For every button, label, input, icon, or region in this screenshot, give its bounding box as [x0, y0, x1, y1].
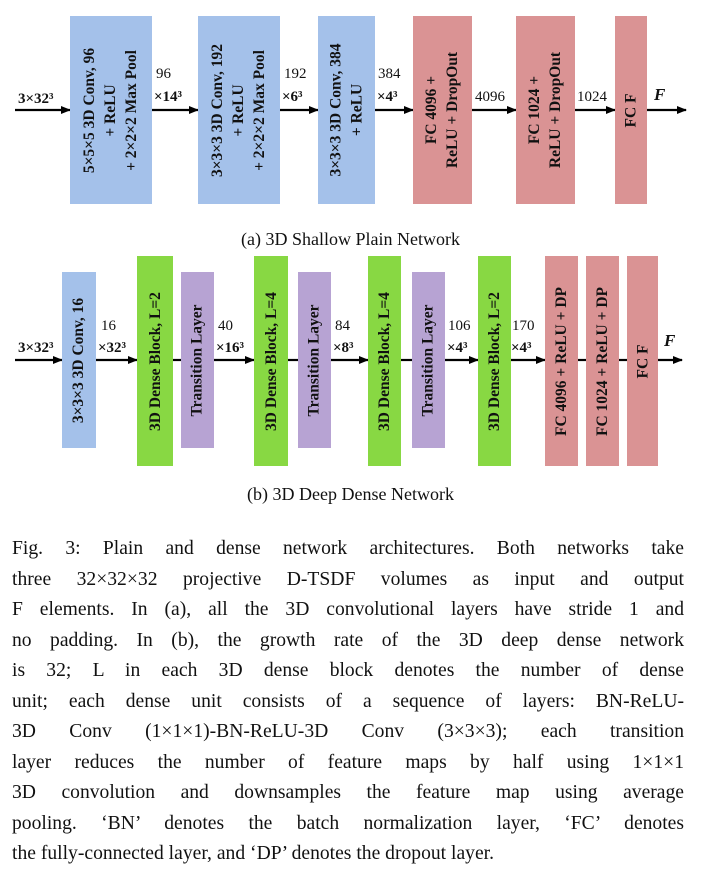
input-dim-b: 3×32³: [18, 340, 54, 356]
caption-line: pooling. ‘BN’ denotes the batch normaliz…: [12, 812, 684, 834]
dim-a-3-channels: 384: [378, 66, 401, 82]
fc4096-dp-block: FC 4096 + ReLU + DP: [545, 256, 578, 466]
dim-b-4-size: ×4³: [447, 340, 468, 356]
dim-a-1-size: ×14³: [154, 89, 183, 105]
dense-block-4: 3D Dense Block, L=2: [478, 256, 511, 466]
caption-b: (b) 3D Deep Dense Network: [247, 484, 454, 504]
transition-layer-3: Transition Layer: [412, 272, 445, 448]
dim-b-2-channels: 40: [218, 318, 233, 334]
dim-b-5-channels: 170: [512, 318, 535, 334]
caption-line: no padding. In (b), the growth rate of t…: [12, 629, 684, 651]
dim-a-4: 4096: [475, 89, 505, 105]
dim-b-5-size: ×4³: [511, 340, 532, 356]
caption-line: 3D Conv (1×1×1)-BN-ReLU-3D Conv (3×3×3);…: [12, 721, 684, 742]
fc1024-block: FC 1024 +ReLU + DropOut: [516, 16, 575, 204]
dim-a-1-channels: 96: [156, 66, 171, 82]
fc1024-dp-block: FC 1024 + ReLU + DP: [586, 256, 619, 466]
conv3-block: 3×3×3 3D Conv, 384+ ReLU: [318, 16, 375, 204]
dim-b-3-size: ×8³: [333, 340, 354, 356]
conv16-block: 3×3×3 3D Conv, 16: [62, 272, 96, 448]
input-dim-a: 3×32³: [18, 91, 54, 107]
dim-a-2-channels: 192: [284, 66, 307, 82]
dim-a-2-size: ×6³: [282, 89, 303, 105]
figure-caption: Fig. 3: Plain and dense network architec…: [12, 534, 684, 870]
caption-line: Fig. 3: Plain and dense network architec…: [12, 538, 684, 559]
dim-b-1-size: ×32³: [98, 340, 127, 356]
output-label-b: F: [664, 331, 676, 350]
caption-line: is 32; L in each 3D dense block denotes …: [12, 660, 684, 681]
dim-b-2-size: ×16³: [216, 340, 245, 356]
transition-layer-1: Transition Layer: [181, 272, 214, 448]
caption-line: F elements. In (a), all the 3D convoluti…: [12, 599, 684, 620]
caption-line: 3D convolution and downsamples the featu…: [12, 782, 684, 803]
caption-line: the fully-connected layer, and ‘DP’ deno…: [12, 843, 494, 864]
caption-a: (a) 3D Shallow Plain Network: [241, 229, 460, 249]
dense-block-3: 3D Dense Block, L=4: [368, 256, 401, 466]
conv1-block: 5×5×5 3D Conv, 96+ ReLU+ 2×2×2 Max Pool: [70, 16, 152, 204]
output-label-a: F: [654, 85, 666, 104]
arrow-layer: [15, 106, 687, 364]
dim-a-5: 1024: [577, 89, 607, 105]
dim-b-1-channels: 16: [101, 318, 116, 334]
transition-layer-2: Transition Layer: [298, 272, 331, 448]
dense-block-1: 3D Dense Block, L=2: [137, 256, 173, 466]
caption-line: three 32×32×32 projective D-TSDF volumes…: [12, 568, 684, 590]
fc-f-block-b: FC F: [627, 256, 658, 466]
fc4096-block: FC 4096 +ReLU + DropOut: [413, 16, 472, 204]
conv2-block: 3×3×3 3D Conv, 192+ ReLU+ 2×2×2 Max Pool: [198, 16, 280, 204]
dense-block-2: 3D Dense Block, L=4: [254, 256, 288, 466]
dim-b-3-channels: 84: [335, 318, 350, 334]
caption-line: unit; each dense unit consists of a sequ…: [12, 690, 684, 712]
fc-f-block: FC F: [615, 16, 647, 204]
caption-line: layer reduces the number of feature maps…: [12, 751, 684, 773]
dim-b-4-channels: 106: [448, 318, 471, 334]
dim-a-3-size: ×4³: [377, 89, 398, 105]
